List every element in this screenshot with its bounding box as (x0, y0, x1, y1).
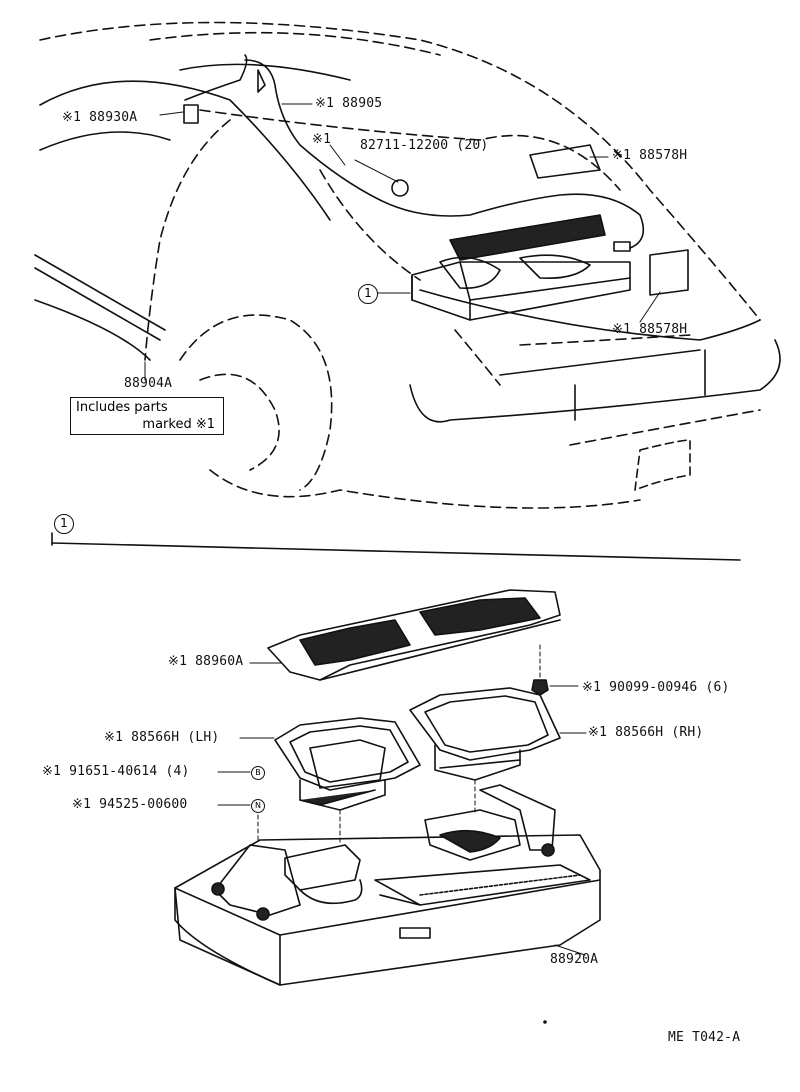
label-94525: ※1 94525-00600 (72, 797, 188, 812)
diagram-code: ME T042-A (668, 1030, 741, 1045)
includes-parts-note: Includes parts marked ※1 (70, 397, 224, 435)
label-88578H-bottom: ※1 88578H (612, 322, 688, 337)
note-line-2: marked ※1 (142, 417, 215, 432)
callout-ref-top: 1 (358, 284, 378, 304)
note-line-1: Includes parts (76, 400, 168, 415)
screw (531, 644, 579, 696)
nut-mark: N (251, 799, 265, 813)
label-88566H-LH: ※1 88566H (LH) (104, 730, 220, 745)
wire-harness (183, 54, 645, 252)
label-88905: ※1 88905 (315, 96, 383, 111)
label-wire-star: ※1 (312, 132, 332, 147)
label-88566H-RH: ※1 88566H (RH) (588, 725, 704, 740)
panel-top (529, 144, 601, 179)
label-91651: ※1 91651-40614 (4) (42, 764, 190, 779)
panel-bottom (649, 249, 689, 296)
label-88930A: ※1 88930A (62, 110, 138, 125)
label-88578H-top: ※1 88578H (612, 148, 688, 163)
speaker-lh (274, 717, 421, 811)
car-body-outline (34, 21, 781, 509)
label-90099: ※1 90099-00946 (6) (582, 680, 730, 695)
label-88920A: 88920A (550, 952, 599, 967)
label-88904A: 88904A (124, 376, 173, 391)
speaker-enclosure-base (174, 784, 601, 986)
label-82711: 82711-12200 (20) (360, 138, 489, 153)
speaker-grille-cover (267, 589, 561, 681)
speaker-box-installed (411, 214, 631, 321)
label-88960A: ※1 88960A (168, 654, 244, 669)
callout-ref-section: 1 (54, 514, 74, 534)
bolt-mark: B (251, 766, 265, 780)
